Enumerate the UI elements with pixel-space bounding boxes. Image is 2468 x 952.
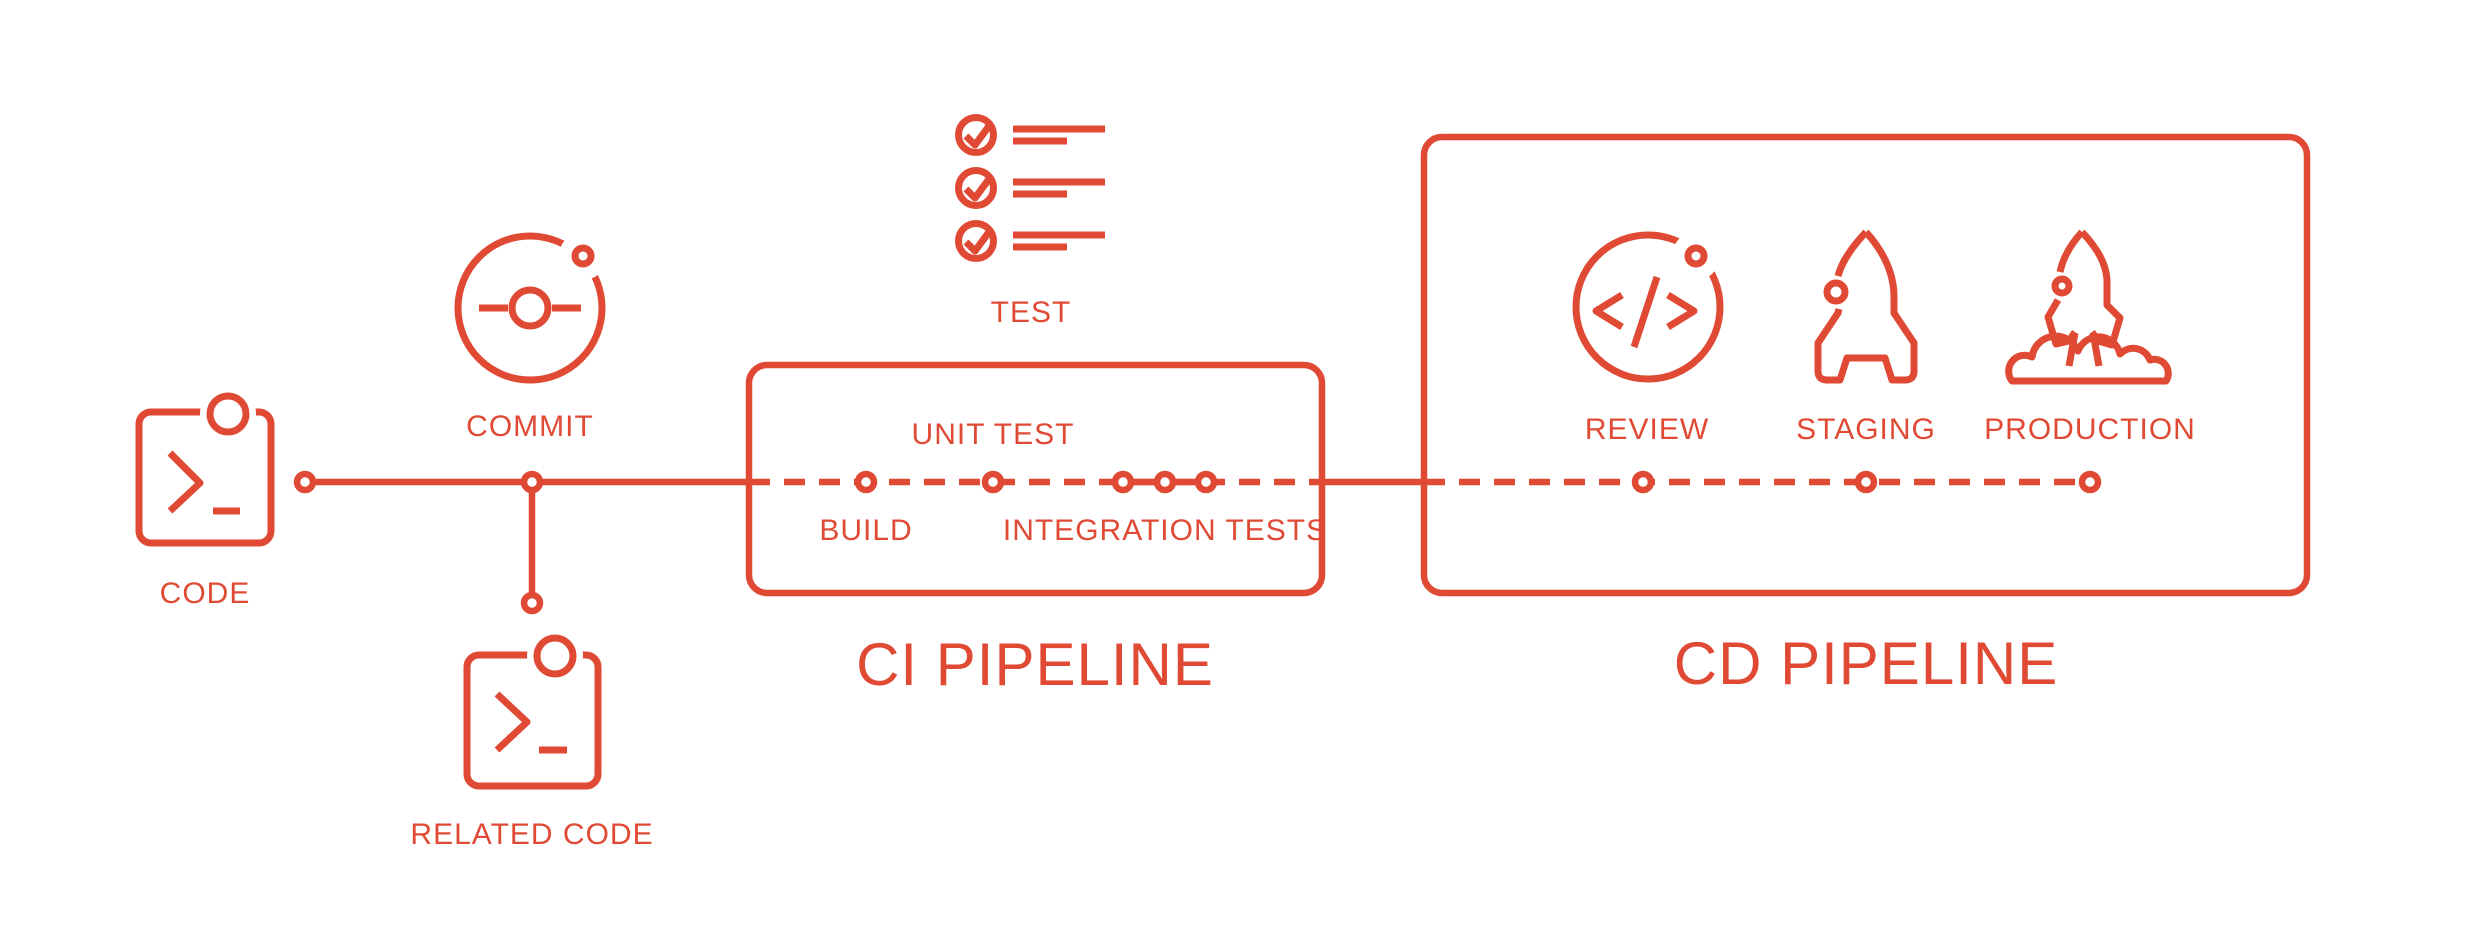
commit-satellite-dot xyxy=(571,244,595,268)
related-code-circle-badge xyxy=(533,634,577,678)
review-slash xyxy=(1630,275,1661,349)
staging-rocket-nose-left xyxy=(1834,229,1869,278)
integration-tests-label: INTEGRATION TESTS xyxy=(1003,514,1327,547)
check-circle-1 xyxy=(955,114,997,156)
production-rocket-icon xyxy=(2005,229,2172,385)
related-code-terminal-frame xyxy=(463,651,602,790)
test-checklist-icon: TEST xyxy=(955,114,1105,329)
code-prompt-chevron xyxy=(167,450,204,514)
build-label: BUILD xyxy=(819,514,912,547)
related-code-label: RELATED CODE xyxy=(410,818,653,851)
production-rocket-nose-left xyxy=(2056,229,2085,273)
node-code xyxy=(293,470,317,494)
node-staging xyxy=(1854,470,1878,494)
node-integration-2 xyxy=(1153,470,1177,494)
review-left-angle-bracket xyxy=(1592,292,1624,330)
test-label: TEST xyxy=(991,296,1072,329)
production-smoke-cloud xyxy=(2005,332,2172,385)
code-terminal-frame xyxy=(135,408,275,547)
node-review xyxy=(1631,470,1655,494)
code-circle-badge xyxy=(206,392,250,436)
review-label: REVIEW xyxy=(1585,413,1709,446)
check-circle-3 xyxy=(955,220,997,262)
cd-box-border xyxy=(1420,133,2311,597)
ci-box-border xyxy=(745,361,1326,597)
node-integration-3 xyxy=(1194,470,1218,494)
check-circle-2 xyxy=(955,167,997,209)
node-build xyxy=(854,470,878,494)
staging-rocket-window xyxy=(1823,279,1849,305)
staging-rocket-body xyxy=(1814,229,1918,384)
check-mark-3 xyxy=(963,229,992,255)
node-commit xyxy=(520,470,544,494)
check-mark-2 xyxy=(963,176,992,202)
code-icon: CODE xyxy=(135,386,275,610)
production-exhaust-left xyxy=(2065,332,2079,367)
commit-orbit-circle xyxy=(454,232,606,384)
production-label: PRODUCTION xyxy=(1984,413,2196,446)
node-unit-test xyxy=(981,470,1005,494)
node-production xyxy=(2078,470,2102,494)
review-right-angle-bracket xyxy=(1666,292,1698,330)
ci-pipeline-box: CI PIPELINE BUILD UNIT TEST INTEGRATION … xyxy=(745,361,1327,698)
review-code-icon xyxy=(1572,231,1724,383)
staging-label: STAGING xyxy=(1796,413,1936,446)
production-rocket-body-right xyxy=(2079,229,2124,349)
commit-icon: COMMIT xyxy=(454,232,607,443)
related-code-prompt-chevron xyxy=(494,691,531,753)
review-satellite-dot xyxy=(1684,244,1708,268)
pipeline-nodes xyxy=(293,470,2102,615)
ci-pipeline-title: CI PIPELINE xyxy=(856,631,1214,698)
commit-label: COMMIT xyxy=(466,410,594,443)
check-mark-1 xyxy=(963,123,992,149)
commit-center-dot xyxy=(508,286,552,330)
code-label: CODE xyxy=(160,577,251,610)
review-orbit-circle xyxy=(1572,231,1724,383)
related-code-icon: RELATED CODE xyxy=(410,628,653,851)
node-integration-1 xyxy=(1111,470,1135,494)
cd-pipeline-title: CD PIPELINE xyxy=(1674,630,2058,697)
cd-pipeline-box: CD PIPELINE REVIEW STAGING PRODUCTION xyxy=(1420,133,2311,697)
unit-test-label: UNIT TEST xyxy=(912,418,1075,451)
staging-rocket-icon xyxy=(1814,229,1918,384)
production-rocket-window xyxy=(2051,275,2073,297)
node-related-code xyxy=(520,591,544,615)
